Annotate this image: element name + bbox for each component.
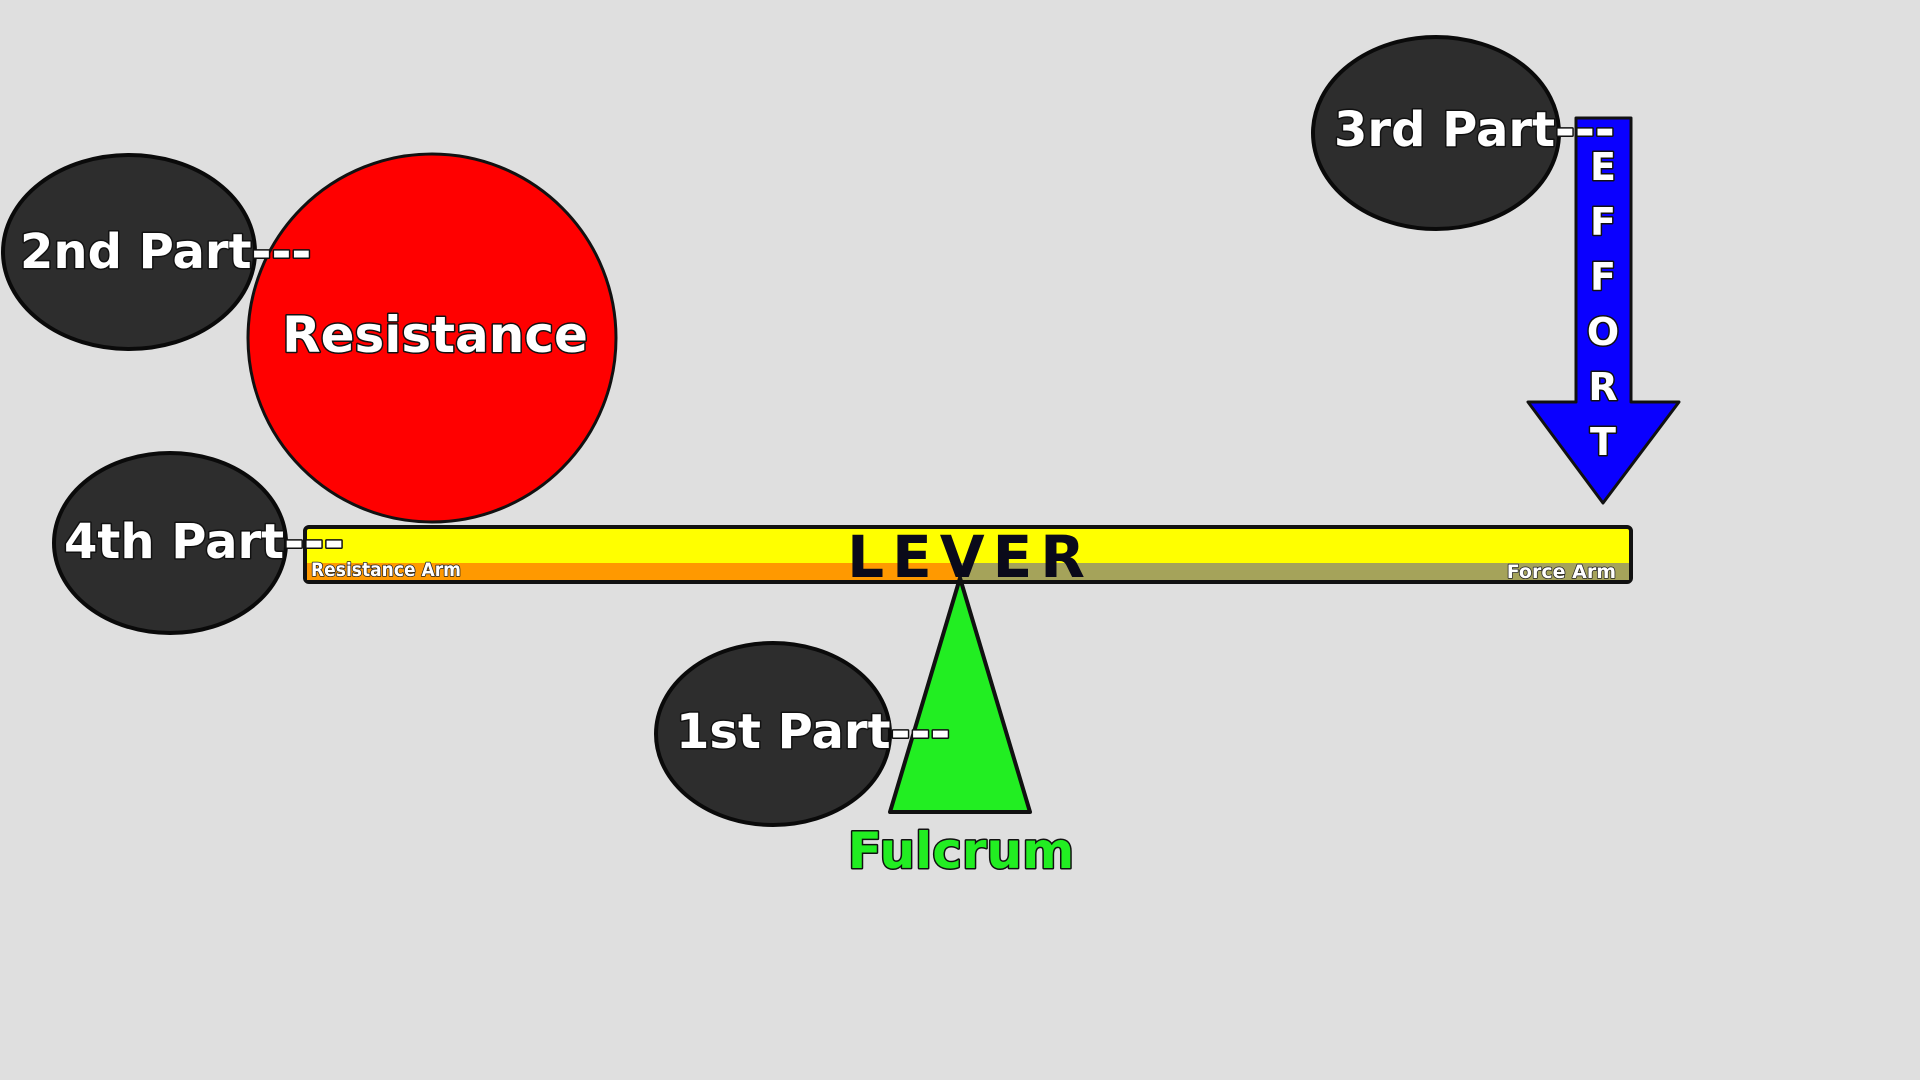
lever-shade-resistance-side [307, 563, 959, 580]
effort-letter: F [1590, 200, 1616, 244]
lever-bar: LEVER Resistance Arm Force Arm [303, 523, 1633, 591]
part-text: 2nd Part--- [20, 224, 311, 280]
effort-letter: O [1587, 310, 1619, 354]
lever-label: LEVER [847, 523, 1093, 591]
part-label-fourth: 4th Part--- [52, 451, 345, 635]
resistance-load: Resistance [246, 152, 618, 524]
fulcrum-triangle [888, 576, 1032, 814]
resistance-circle [246, 152, 618, 524]
part-text: 1st Part--- [676, 704, 950, 760]
part-label-first: 1st Part--- [654, 641, 952, 827]
resistance-arm-label: Resistance Arm [311, 559, 461, 581]
effort-letters: E F F O R T [1585, 144, 1620, 466]
part-label-third: 3rd Part--- [1311, 35, 1616, 231]
resistance-label: Resistance [282, 306, 588, 364]
effort-arrow-shape [1526, 116, 1681, 505]
lever-shade-effort-side [959, 563, 1629, 580]
part-text: 4th Part--- [64, 514, 344, 570]
part-bubble [1, 153, 257, 351]
part-bubble [1311, 35, 1561, 231]
effort-arrow: E F F O R T [1526, 116, 1681, 505]
effort-letter: E [1590, 145, 1616, 189]
effort-letter: R [1588, 365, 1617, 409]
part-bubble [52, 451, 288, 635]
force-arm-label: Force Arm [1507, 561, 1616, 583]
fulcrum: Fulcrum [846, 576, 1076, 882]
part-text: 3rd Part--- [1334, 102, 1615, 158]
part-label-second: 2nd Part--- [1, 153, 313, 351]
effort-letter: T [1590, 420, 1616, 464]
part-bubble [654, 641, 892, 827]
fulcrum-label: Fulcrum [848, 822, 1074, 880]
effort-letter: F [1590, 255, 1616, 299]
